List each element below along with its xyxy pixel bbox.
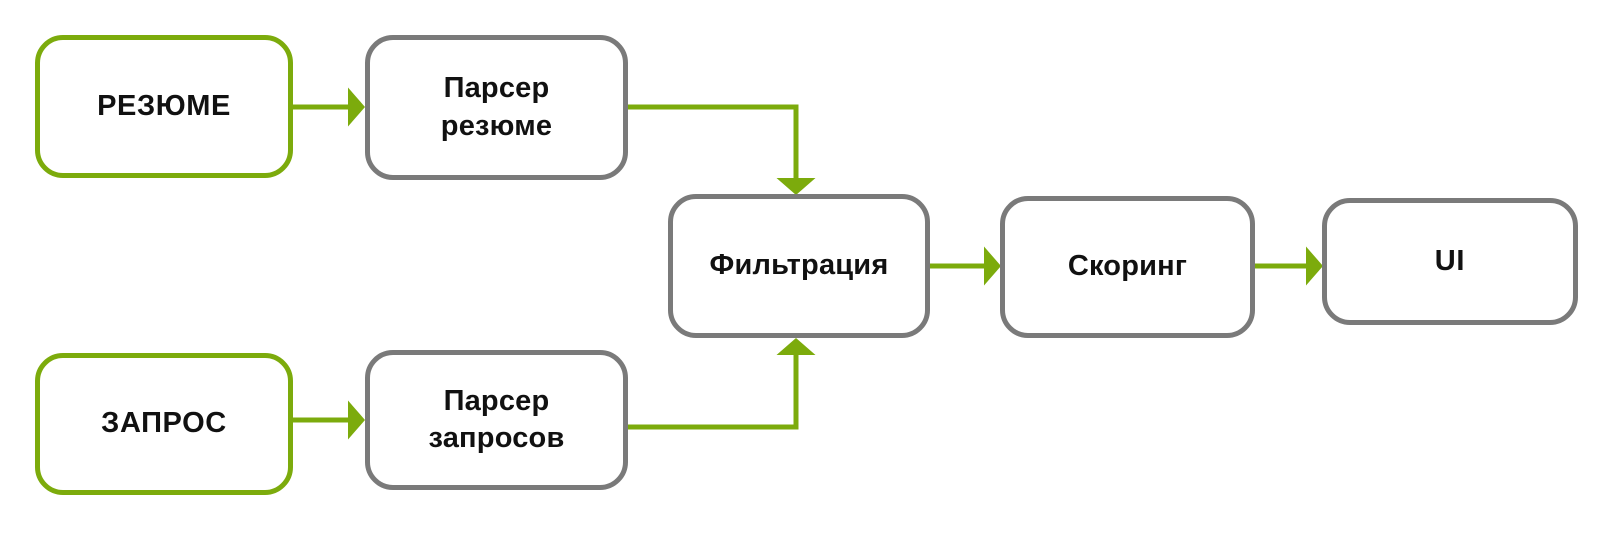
node-parser-resume[interactable]: Парсер резюме: [365, 35, 628, 180]
node-query-label: ЗАПРОС: [101, 407, 227, 440]
edge-parser-resume-to-filtering: [628, 104, 816, 195]
edge-parser-query-to-filtering: [628, 338, 816, 430]
node-scoring-label: Скоринг: [1067, 250, 1188, 283]
node-query[interactable]: ЗАПРОС: [35, 353, 293, 495]
node-filtering-label: Фильтрация: [709, 249, 889, 282]
node-scoring[interactable]: Скоринг: [1000, 196, 1255, 338]
node-parser-query[interactable]: Парсер запросов: [365, 350, 628, 490]
node-ui-label: UI: [1434, 244, 1466, 277]
node-parser-query-label: Парсер запросов: [428, 384, 565, 454]
node-resume-label: РЕЗЮМЕ: [97, 89, 231, 122]
node-resume[interactable]: РЕЗЮМЕ: [35, 35, 293, 178]
node-parser-resume-label: Парсер резюме: [440, 72, 553, 142]
node-ui[interactable]: UI: [1322, 198, 1578, 325]
node-filtering[interactable]: Фильтрация: [668, 194, 930, 338]
